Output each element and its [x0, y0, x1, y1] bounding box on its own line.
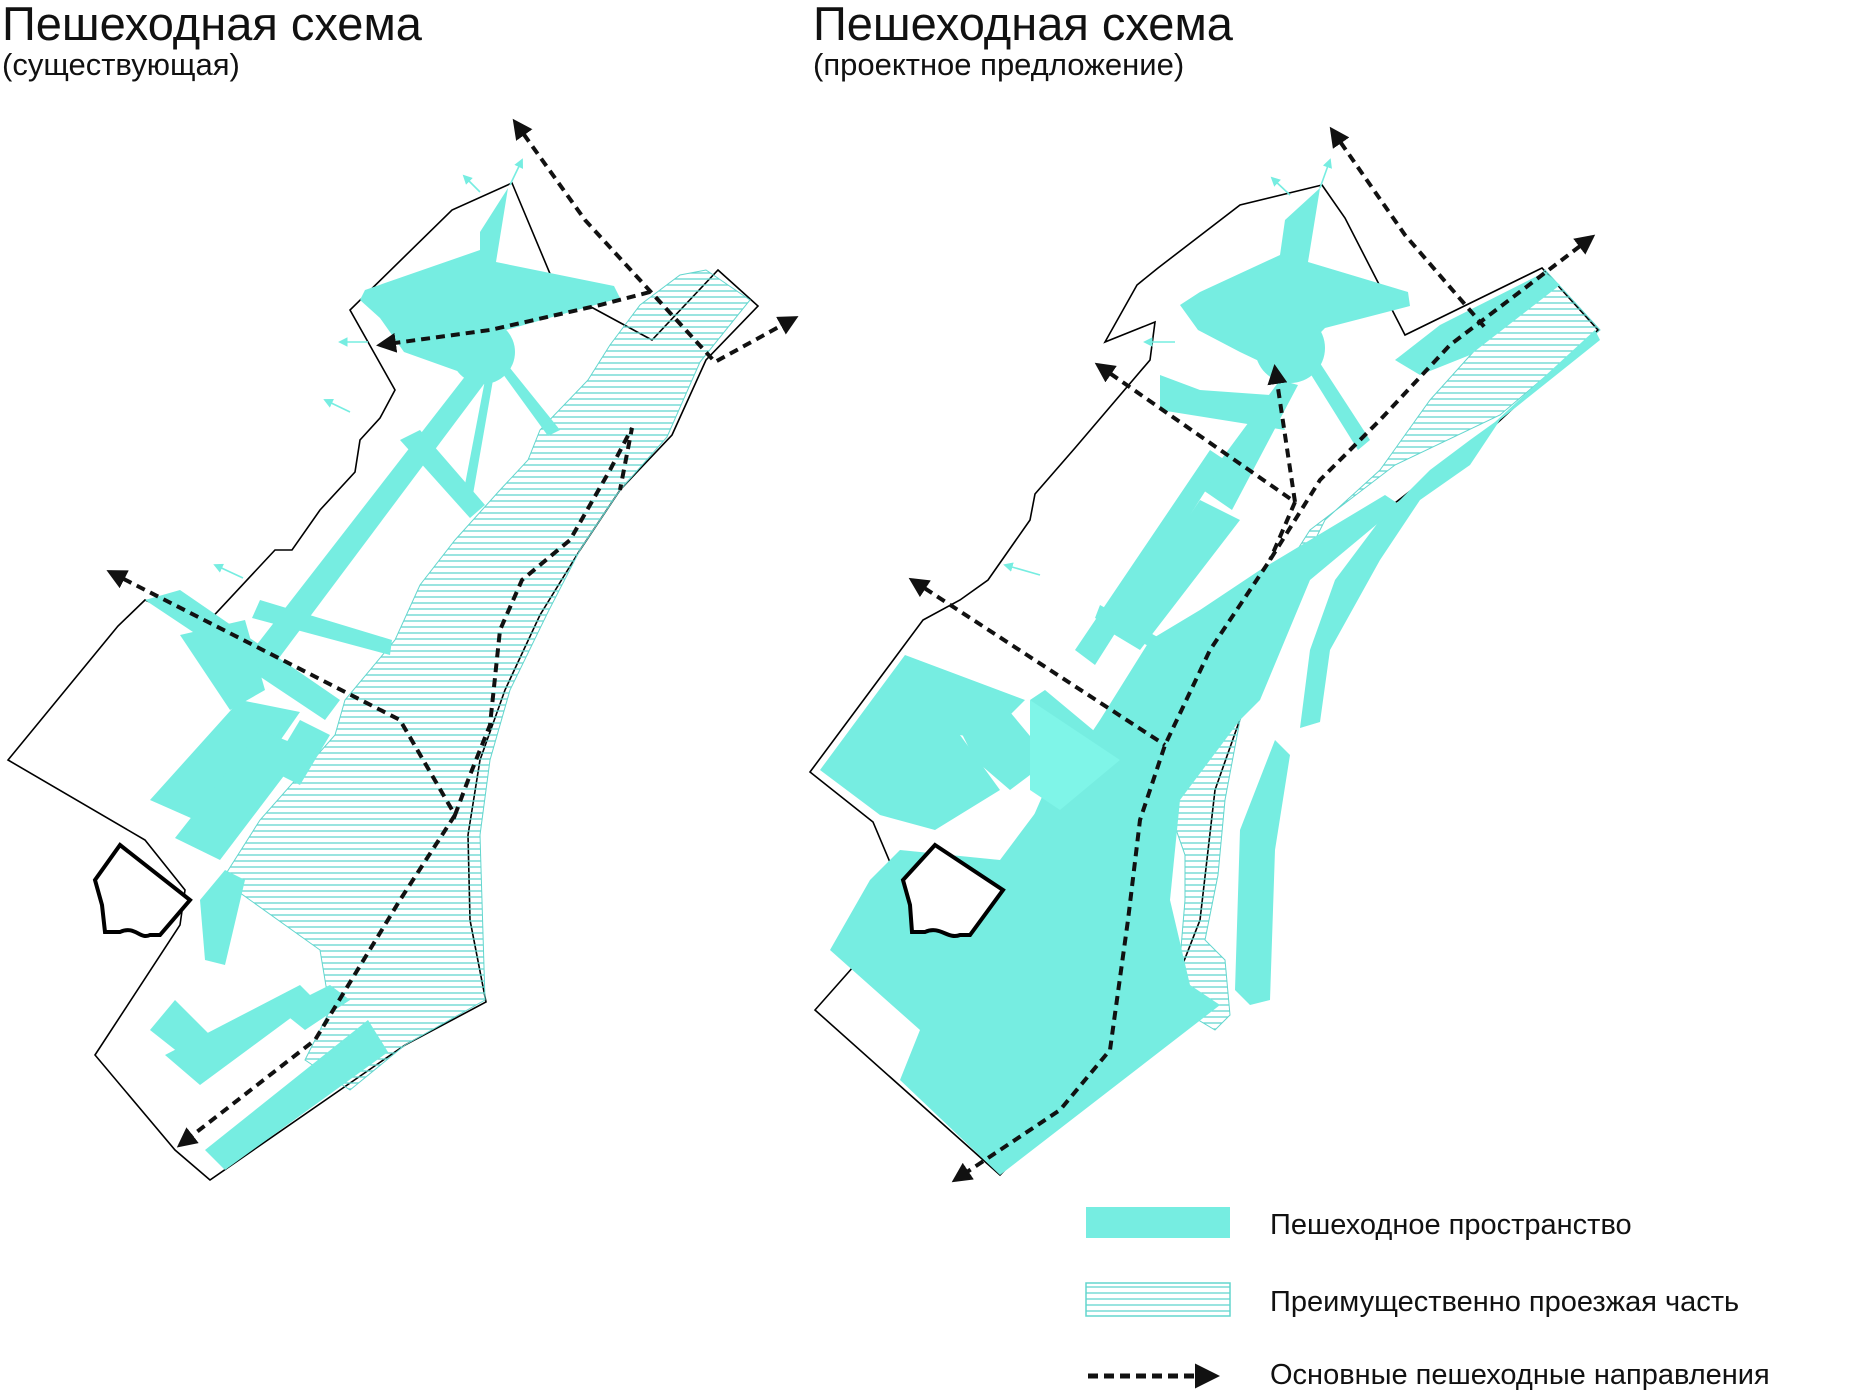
left-roadway-hatch [221, 269, 751, 1091]
left-teal-arrows [213, 158, 524, 579]
left-building [92, 842, 193, 939]
right-routes [908, 126, 1596, 1183]
legend-route-label: Основные пешеходные направления [1270, 1359, 1770, 1391]
panel-left-subtitle: (существующая) [2, 47, 240, 82]
legend [1085, 1207, 1231, 1389]
legend-pedestrian-swatch [1086, 1207, 1230, 1238]
panel-right-title: Пешеходная схема [813, 0, 1233, 50]
right-scheme [808, 126, 1601, 1183]
legend-roadway-label: Преимущественно проезжая часть [1270, 1286, 1740, 1318]
left-pedestrian-areas [145, 188, 620, 1170]
legend-roadway-swatch [1085, 1282, 1231, 1317]
left-scheme [6, 118, 799, 1182]
legend-pedestrian-label: Пешеходное пространство [1270, 1209, 1632, 1241]
panel-left-title: Пешеходная схема [2, 0, 422, 50]
panel-right-subtitle: (проектное предложение) [813, 47, 1185, 82]
left-routes [106, 118, 799, 1148]
